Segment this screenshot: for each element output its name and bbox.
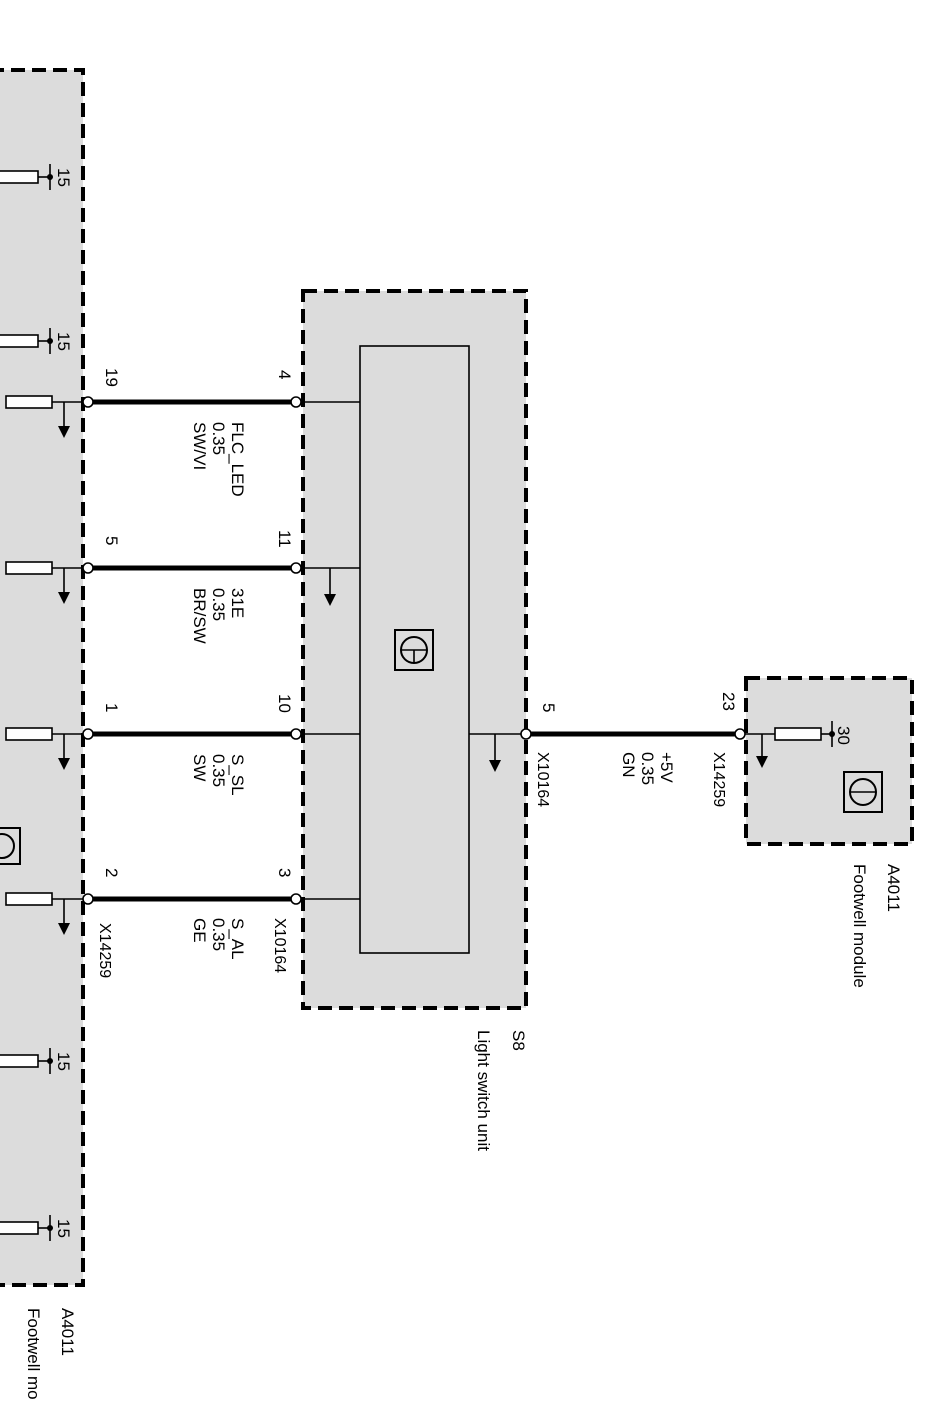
wire-s-sl: 1 10 S_SL 0.35 SW	[82, 694, 302, 796]
wire-color: SW/VI	[190, 422, 209, 470]
terminal-15-stub: 15	[0, 328, 73, 354]
footwell-right-connector: X14259	[710, 752, 727, 807]
wire-supply-5v: 5 23 +5V 0.35 GN	[520, 692, 746, 785]
module-symbol-icon	[843, 771, 883, 813]
footwell-module-right: 30 A4011 Footwell module X14259	[710, 676, 914, 988]
pin-switch: 3	[275, 868, 294, 877]
wire-size: 0.35	[209, 754, 228, 787]
footwell-left-connector: X14259	[96, 923, 113, 978]
terminal-15-stub: 15	[0, 1215, 73, 1241]
footwell-left-id: A4011	[58, 1308, 77, 1356]
terminal-15-label: 15	[54, 332, 73, 351]
pin-switch: 10	[275, 694, 294, 713]
wire-31e: 5 11 31E 0.35 BR/SW	[82, 530, 302, 644]
wire-signal: FLC_LED	[228, 422, 247, 497]
wire-s-al: 2 3 S_AL 0.35 GE	[82, 868, 302, 960]
wire-color: GE	[190, 918, 209, 943]
pin-switch: 4	[275, 370, 294, 379]
terminal-15-stub: 15	[0, 164, 73, 190]
wire-flc-led: 19 4 FLC_LED 0.35 SW/VI	[82, 368, 302, 497]
pin-left: 19	[102, 368, 121, 387]
wire-signal: 31E	[228, 588, 247, 618]
pin-switch: 5	[539, 703, 558, 712]
wire-color: GN	[619, 752, 638, 778]
terminal-15-label: 15	[54, 1219, 73, 1238]
terminal-30-stub: 30	[740, 721, 853, 768]
light-switch-id: S8	[509, 1030, 528, 1051]
wire-signal: +5V	[657, 752, 676, 783]
wire-size: 0.35	[209, 918, 228, 951]
light-switch-connector: X10164	[271, 918, 288, 973]
pin-left: 1	[102, 703, 121, 712]
pin-switch: 11	[275, 530, 294, 548]
terminal-15-stub: 15	[0, 1048, 73, 1074]
pin-left: 5	[102, 536, 121, 545]
footwell-left-name: Footwell mo	[24, 1308, 43, 1400]
light-switch-unit: S8 Light switch unit X10164 X10164	[271, 289, 551, 1151]
light-switch-out-connector: X10164	[534, 752, 551, 807]
wire-color: BR/SW	[190, 588, 209, 644]
terminal-15-label: 15	[54, 168, 73, 187]
wire-size: 0.35	[209, 422, 228, 455]
module-symbol-icon	[0, 827, 21, 865]
terminal-30-label: 30	[834, 726, 853, 745]
light-switch-name: Light switch unit	[474, 1030, 493, 1151]
footwell-right-name: Footwell module	[850, 864, 869, 988]
wire-color: SW	[190, 754, 209, 781]
wire-size: 0.35	[209, 588, 228, 621]
input-stub	[5, 727, 86, 770]
footwell-right-id: A4011	[884, 864, 903, 912]
wire-size: 0.35	[638, 752, 657, 785]
wire-signal: S_SL	[228, 754, 247, 796]
pin-left: 2	[102, 868, 121, 877]
footwell-module-left: 15 15 15 15	[0, 68, 113, 1400]
input-stub	[5, 561, 86, 604]
module-symbol-icon	[394, 629, 434, 671]
wire-signal: S_AL	[228, 918, 247, 960]
input-stub	[5, 395, 86, 438]
pin-module: 23	[719, 692, 738, 711]
input-stub	[5, 892, 86, 935]
terminal-15-label: 15	[54, 1052, 73, 1071]
